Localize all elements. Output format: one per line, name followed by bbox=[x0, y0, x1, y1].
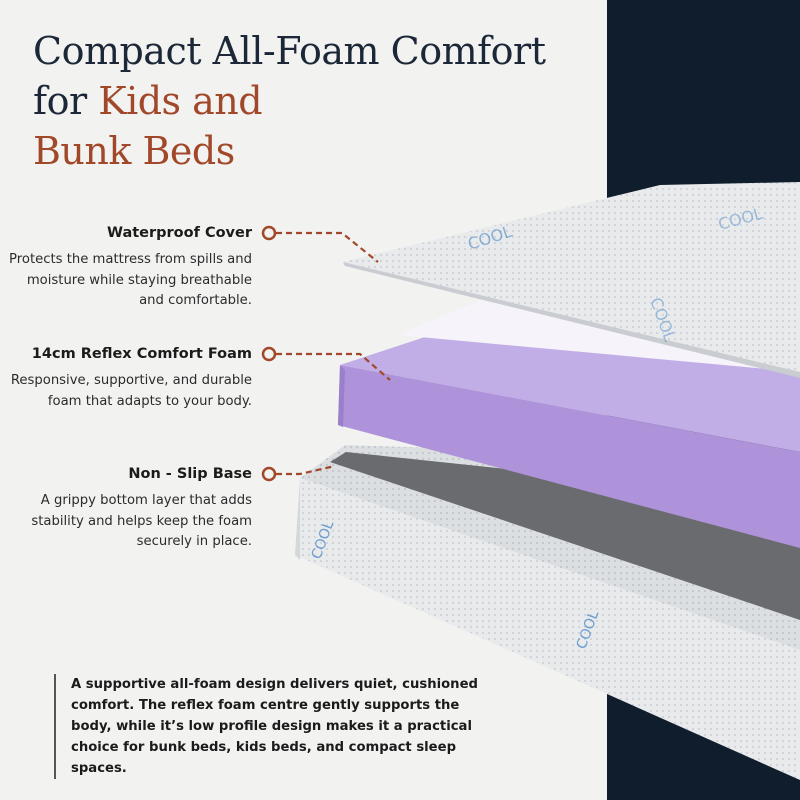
feature-heading: Non - Slip Base bbox=[128, 466, 252, 482]
title-accent-1: Kids and bbox=[98, 79, 263, 123]
feature-reflex-foam: 14cm Reflex Comfort Foam Responsive, sup… bbox=[2, 346, 252, 412]
title-line-2: for bbox=[33, 79, 99, 123]
title-accent-2: Bunk Beds bbox=[33, 129, 235, 173]
waterproof-cover: COOL COOL COOL bbox=[343, 182, 800, 378]
feature-description: Protects the mattress from spills and mo… bbox=[9, 252, 252, 308]
summary-text: A supportive all-foam design delivers qu… bbox=[54, 674, 491, 779]
callout-non-slip-base bbox=[261, 464, 336, 482]
title-line-1: Compact All-Foam Comfort bbox=[33, 29, 546, 73]
feature-heading: Waterproof Cover bbox=[106, 225, 252, 241]
callout-reflex-foam bbox=[261, 346, 391, 381]
page-title: Compact All-Foam Comfort for Kids and Bu… bbox=[33, 26, 603, 176]
feature-heading: 14cm Reflex Comfort Foam bbox=[31, 346, 252, 362]
feature-description: Responsive, supportive, and durable foam… bbox=[10, 373, 252, 409]
feature-non-slip-base: Non - Slip Base A grippy bottom layer th… bbox=[2, 466, 252, 553]
reflex-foam-layer bbox=[338, 332, 800, 548]
feature-description: A grippy bottom layer that adds stabilit… bbox=[31, 493, 252, 549]
feature-waterproof-cover: Waterproof Cover Protects the mattress f… bbox=[2, 225, 252, 312]
callout-waterproof-cover bbox=[261, 225, 379, 263]
